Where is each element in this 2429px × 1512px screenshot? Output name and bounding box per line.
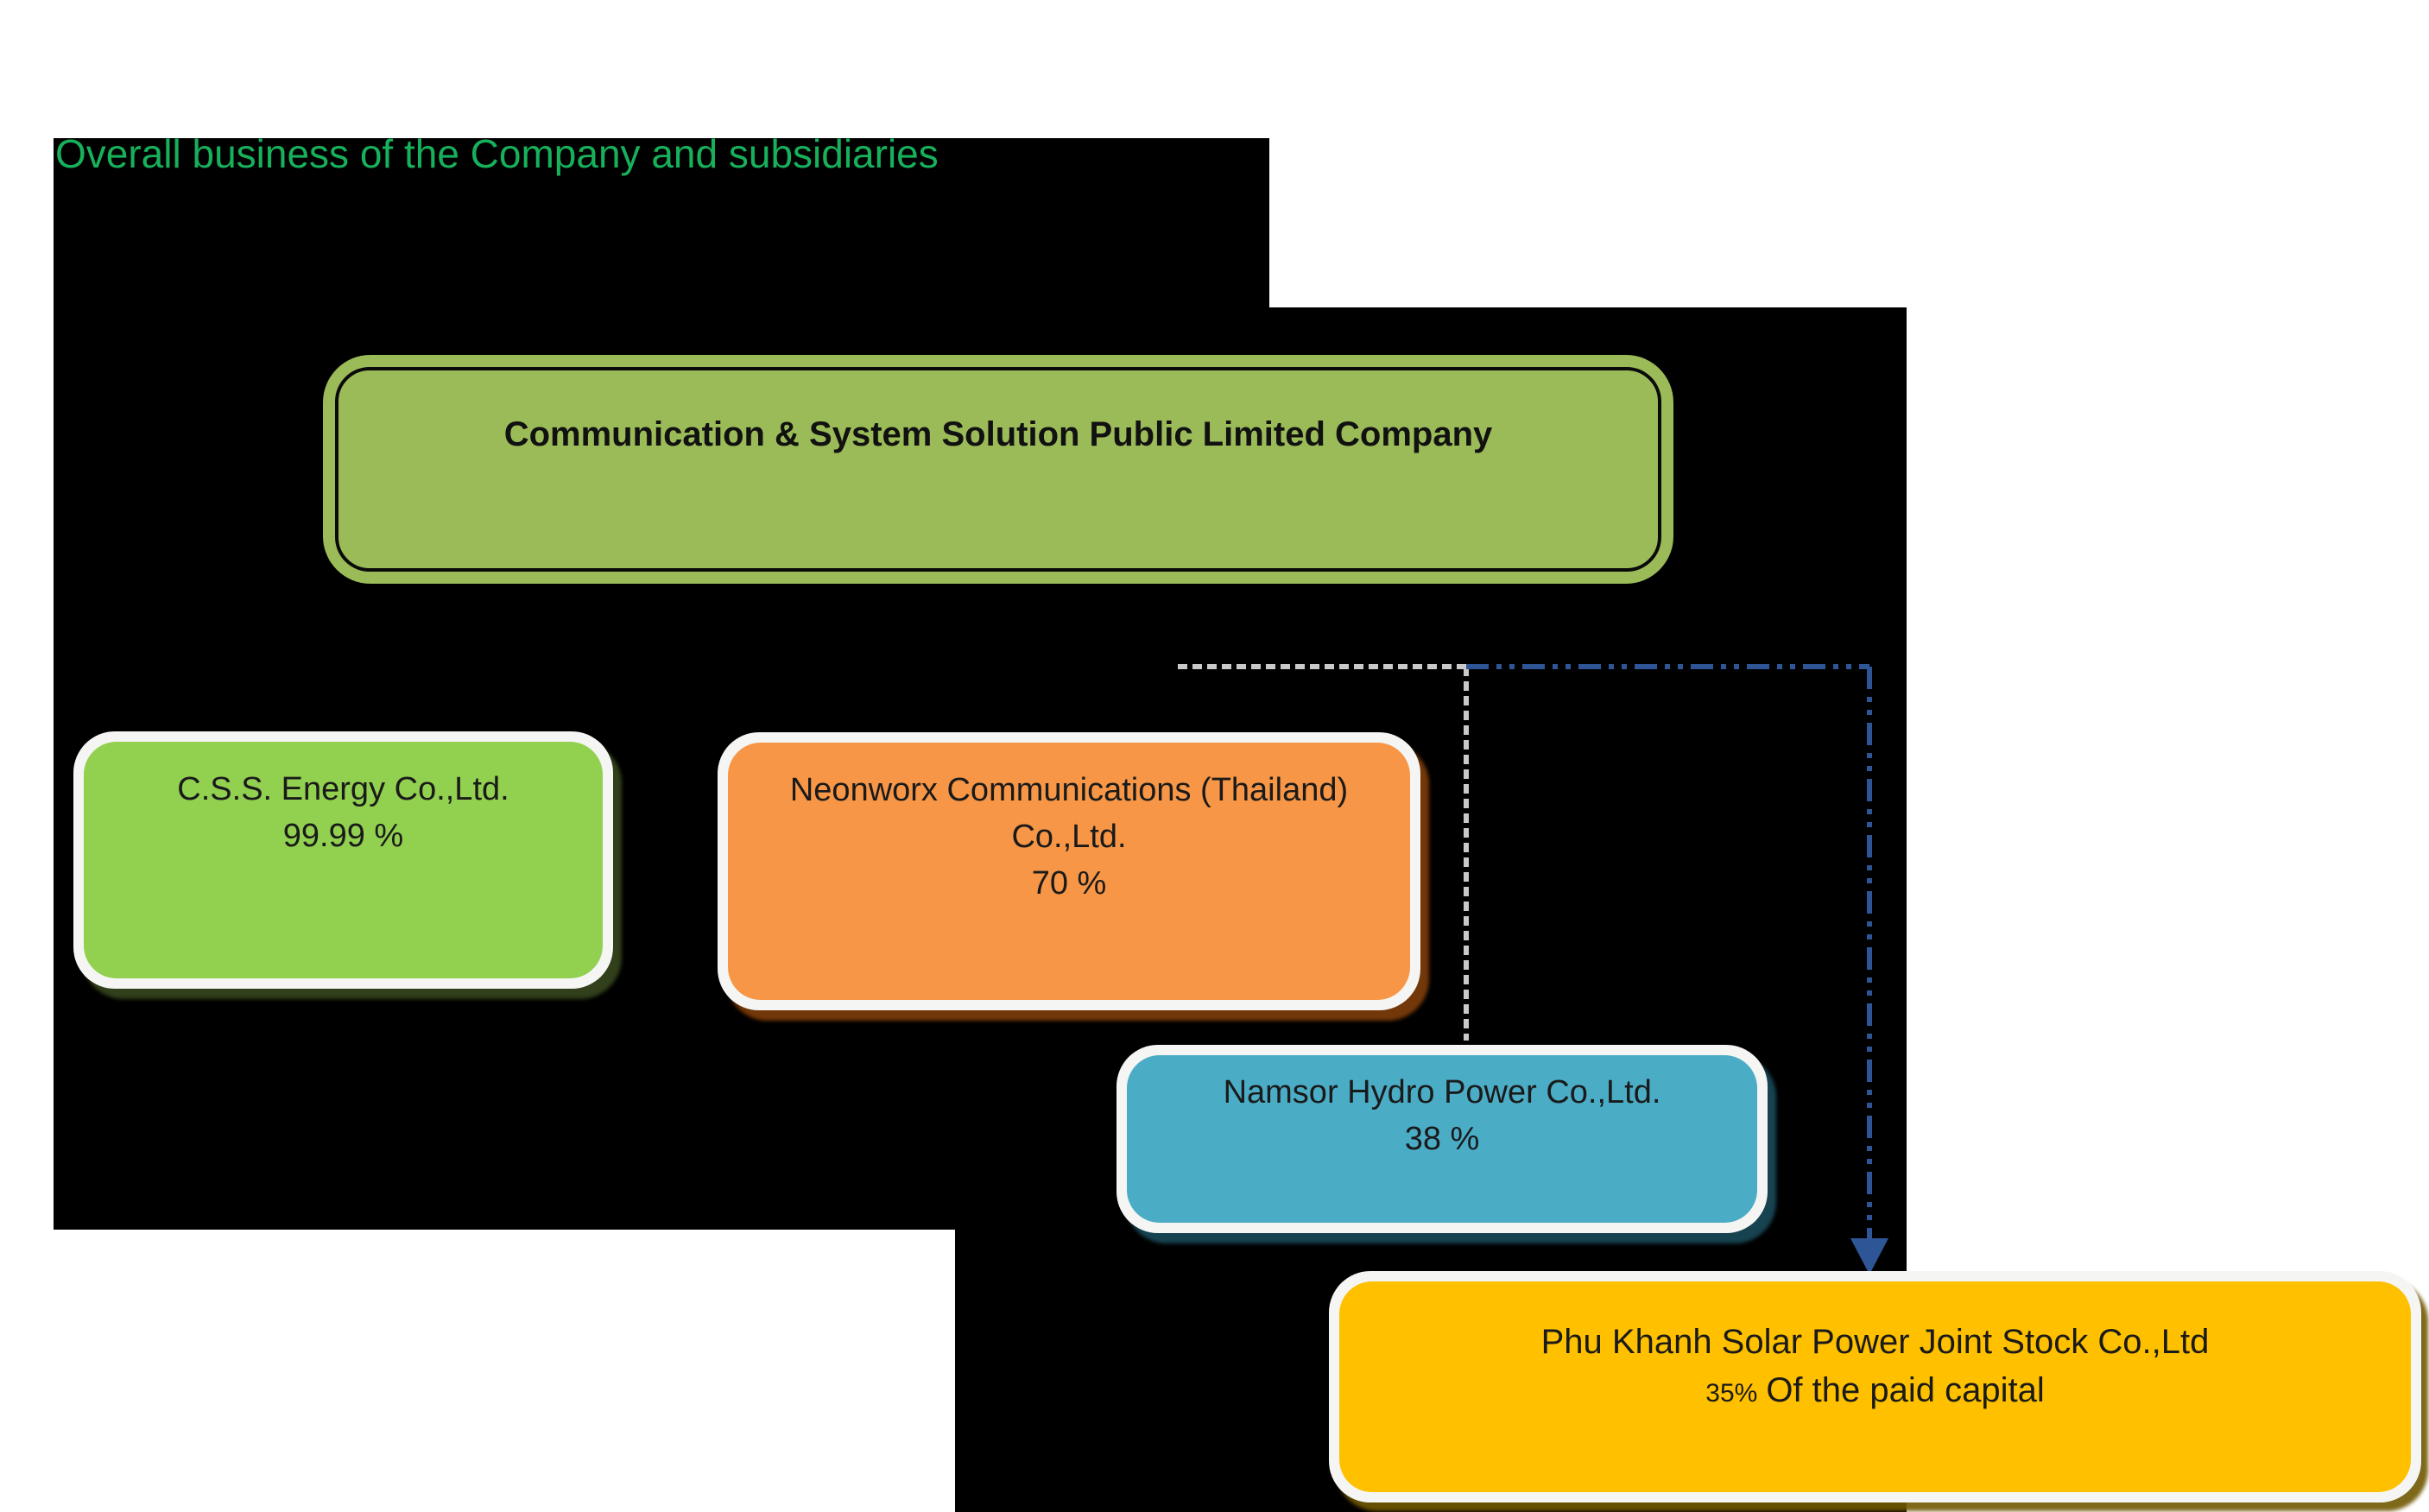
node-namsor-ownership: 38 % <box>1404 1121 1480 1157</box>
node-phu-khanh: Phu Khanh Solar Power Joint Stock Co.,Lt… <box>1329 1271 2421 1503</box>
node-phu-khanh-name: Phu Khanh Solar Power Joint Stock Co.,Lt… <box>1540 1323 2210 1361</box>
node-namsor-name: Namsor Hydro Power Co.,Ltd. <box>1223 1074 1661 1110</box>
node-root-company-label: Communication & System Solution Public L… <box>503 415 1493 453</box>
node-css-energy-ownership: 99.99 % <box>282 818 404 854</box>
node-css-energy-name: C.S.S. Energy Co.,Ltd. <box>177 771 509 807</box>
node-css-energy-body: C.S.S. Energy Co.,Ltd. 99.99 % <box>84 742 603 978</box>
node-phu-khanh-ownership-suffix: Of the paid capital <box>1766 1371 2045 1409</box>
node-neonworx-body: Neonworx Communications (Thailand) Co.,L… <box>728 743 1410 1000</box>
page-title: Overall business of the Company and subs… <box>55 131 939 176</box>
node-css-energy: C.S.S. Energy Co.,Ltd. 99.99 % <box>73 731 613 989</box>
node-phu-khanh-body: Phu Khanh Solar Power Joint Stock Co.,Lt… <box>1339 1281 2411 1492</box>
node-namsor: Namsor Hydro Power Co.,Ltd. 38 % <box>1116 1045 1768 1233</box>
node-neonworx-name-line1: Neonworx Communications (Thailand) <box>789 772 1349 808</box>
node-root-company: Communication & System Solution Public L… <box>323 355 1673 584</box>
node-phu-khanh-ownership: 35% Of the paid capital <box>1705 1366 2044 1418</box>
node-neonworx-ownership: 70 % <box>1031 865 1107 902</box>
background-panel-left <box>54 138 1269 1230</box>
node-phu-khanh-ownership-pct: 35% <box>1705 1379 1758 1408</box>
node-neonworx: Neonworx Communications (Thailand) Co.,L… <box>718 732 1420 1010</box>
node-namsor-body: Namsor Hydro Power Co.,Ltd. 38 % <box>1127 1055 1757 1223</box>
node-neonworx-name-line2: Co.,Ltd. <box>1011 819 1127 855</box>
node-root-company-frame: Communication & System Solution Public L… <box>335 367 1661 572</box>
